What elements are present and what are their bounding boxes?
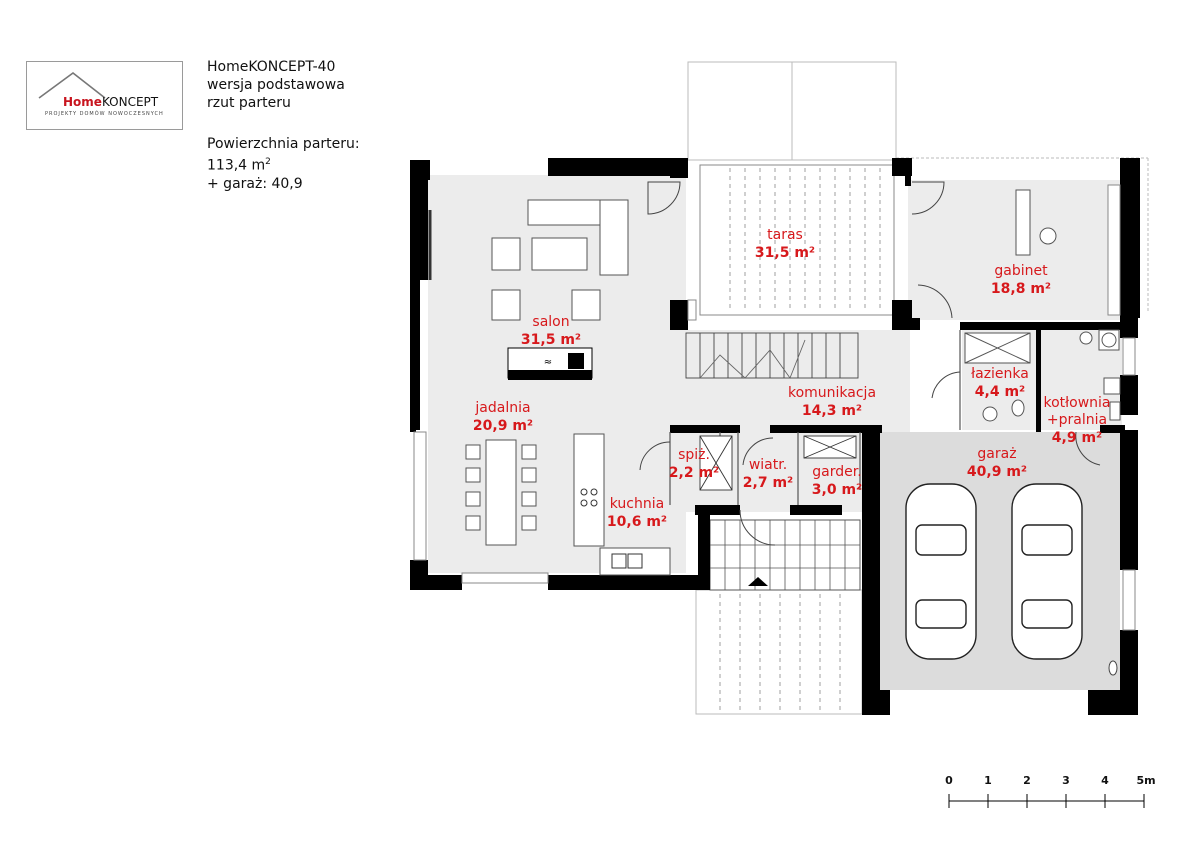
area-value: 113,4 m2 (207, 157, 271, 174)
kitchen-island (573, 433, 605, 547)
doors (639, 181, 1101, 546)
svg-text:≈: ≈ (544, 357, 552, 368)
living-furniture (491, 199, 629, 321)
entrance-arrow-icon (748, 577, 768, 586)
area-label: Powierzchnia parteru: (207, 136, 360, 152)
terrace-deck (699, 164, 895, 316)
project-variant: wersja podstawowa (207, 77, 345, 93)
walls (410, 158, 1140, 715)
garage-area: + garaż: 40,9 (207, 175, 303, 192)
sink-icon (611, 553, 627, 569)
room-label-spiz: spiż.2,2 m² (668, 447, 720, 481)
garage-cars (905, 483, 1083, 660)
room-label-garder: garder.3,0 m² (811, 464, 863, 498)
dining-set (465, 439, 537, 546)
staircase (685, 332, 859, 379)
logo-wordmark: HomeKONCEPT (63, 95, 159, 109)
study-desk (1015, 189, 1057, 256)
room-label-wiatr: wiatr.2,7 m² (742, 457, 794, 491)
boiler-fixtures (1079, 329, 1121, 421)
company-logo: HomeKONCEPT PROJEKTY DOMÓW NOWOCZESNYCH (26, 61, 183, 130)
plan-level: rzut parteru (207, 95, 291, 111)
bathroom-fixtures (964, 332, 1031, 422)
plan-title: HomeKONCEPT-40 wersja podstawowa rzut pa… (207, 58, 345, 112)
house-roof-icon (38, 71, 106, 99)
area-summary: Powierzchnia parteru: 113,4 m2 + garaż: … (207, 135, 360, 193)
scale-ruler (948, 794, 1145, 808)
entrance-canopy (695, 589, 863, 715)
logo-tagline: PROJEKTY DOMÓW NOWOCZESNYCH (45, 111, 164, 117)
project-name: HomeKONCEPT-40 (207, 59, 336, 75)
